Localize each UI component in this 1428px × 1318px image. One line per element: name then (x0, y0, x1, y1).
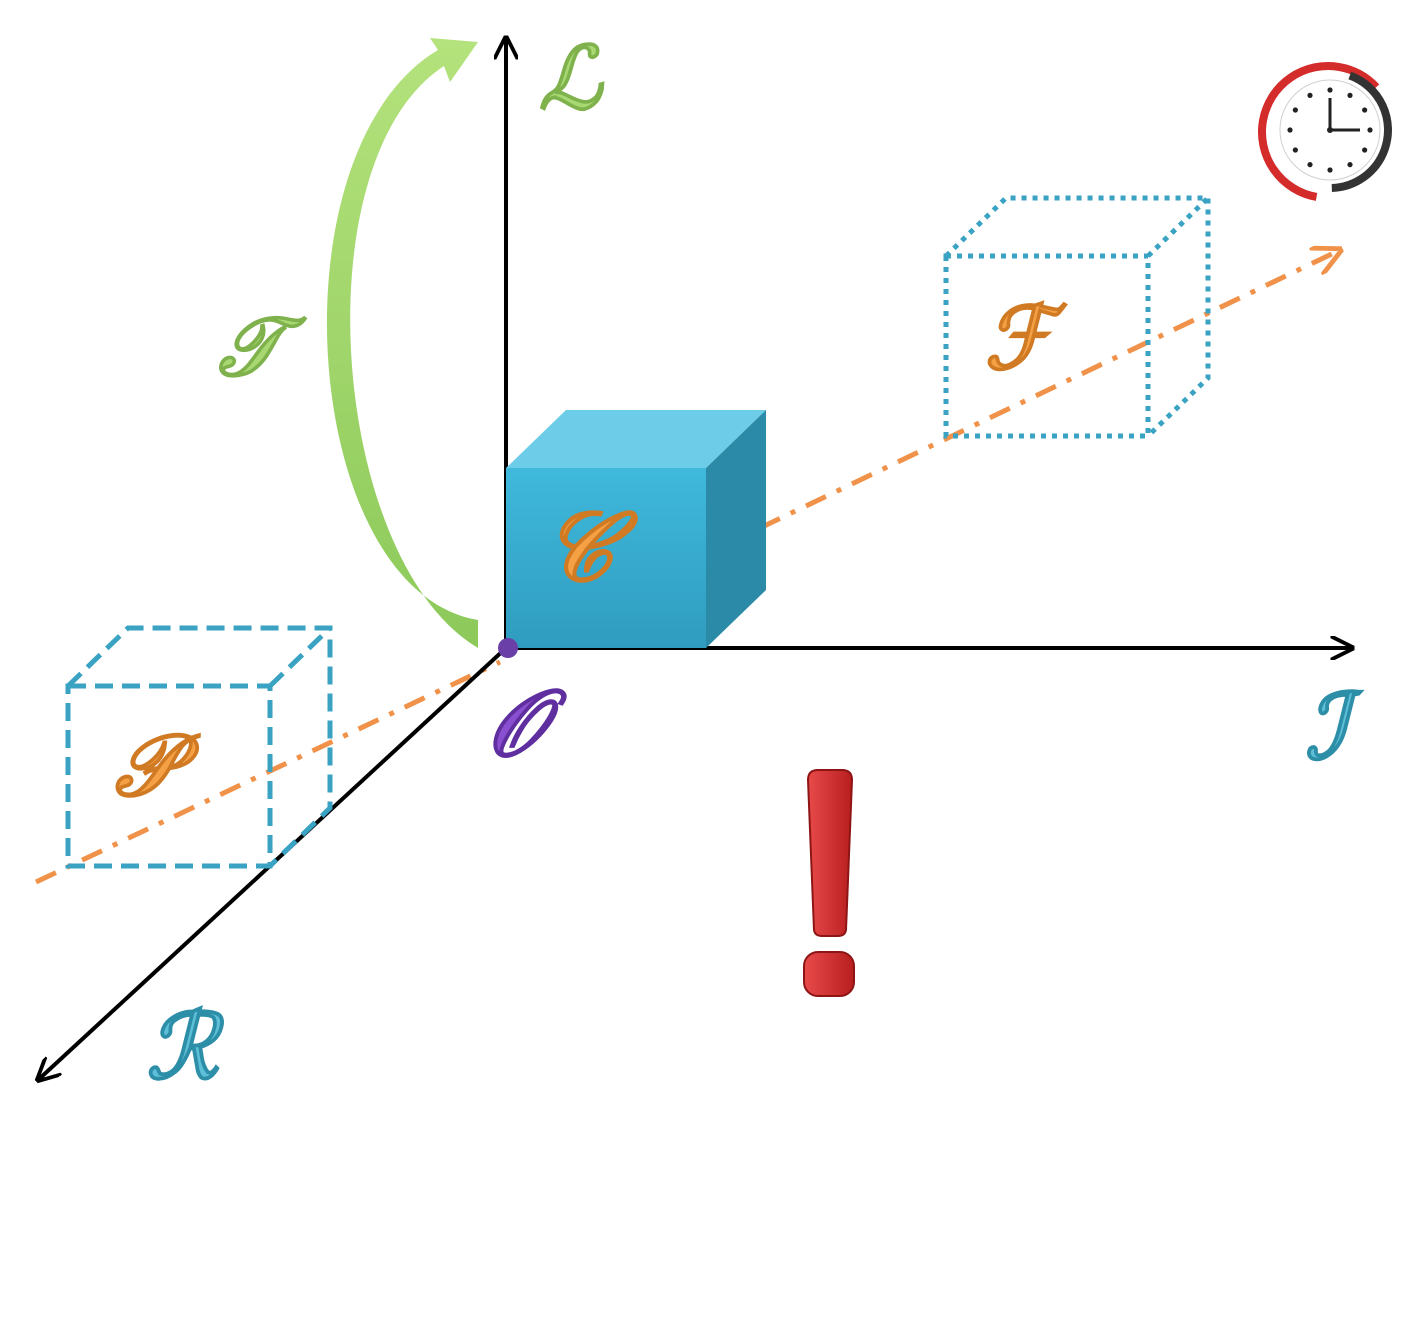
cube-side-face (706, 410, 766, 648)
clock-tick (1292, 147, 1298, 153)
clock-tick (1292, 107, 1298, 113)
depth-axis-label: ℛ (146, 994, 225, 1100)
rotation-arrow (326, 38, 478, 648)
center-cube (506, 410, 766, 648)
vertical-axis-label: ℒ (539, 28, 604, 129)
clock-tick (1287, 127, 1293, 133)
past-cube-label: 𝒫 (115, 715, 201, 816)
cube-top-face (506, 410, 766, 468)
clock-tick (1362, 147, 1368, 153)
future-cube (943, 195, 1211, 439)
origin-label: 𝒪 (487, 669, 567, 777)
clock-tick (1307, 92, 1313, 98)
past-cube (65, 625, 333, 869)
cube-front-face (506, 468, 706, 648)
horizontal-axis-label: ℐ (1305, 674, 1364, 780)
clock-icon (1258, 62, 1398, 202)
clock-tick (1307, 162, 1313, 168)
future-cube-label: ℱ (984, 288, 1067, 389)
clock-tick (1367, 127, 1373, 133)
exclamation-icon (803, 769, 855, 997)
clock-tick (1362, 107, 1368, 113)
clock-tick (1327, 87, 1333, 93)
origin-point (498, 638, 518, 658)
clock-tick (1347, 92, 1353, 98)
clock-tick (1347, 162, 1353, 168)
rotation-label: 𝒯 (218, 299, 308, 395)
clock-tick (1327, 167, 1333, 173)
